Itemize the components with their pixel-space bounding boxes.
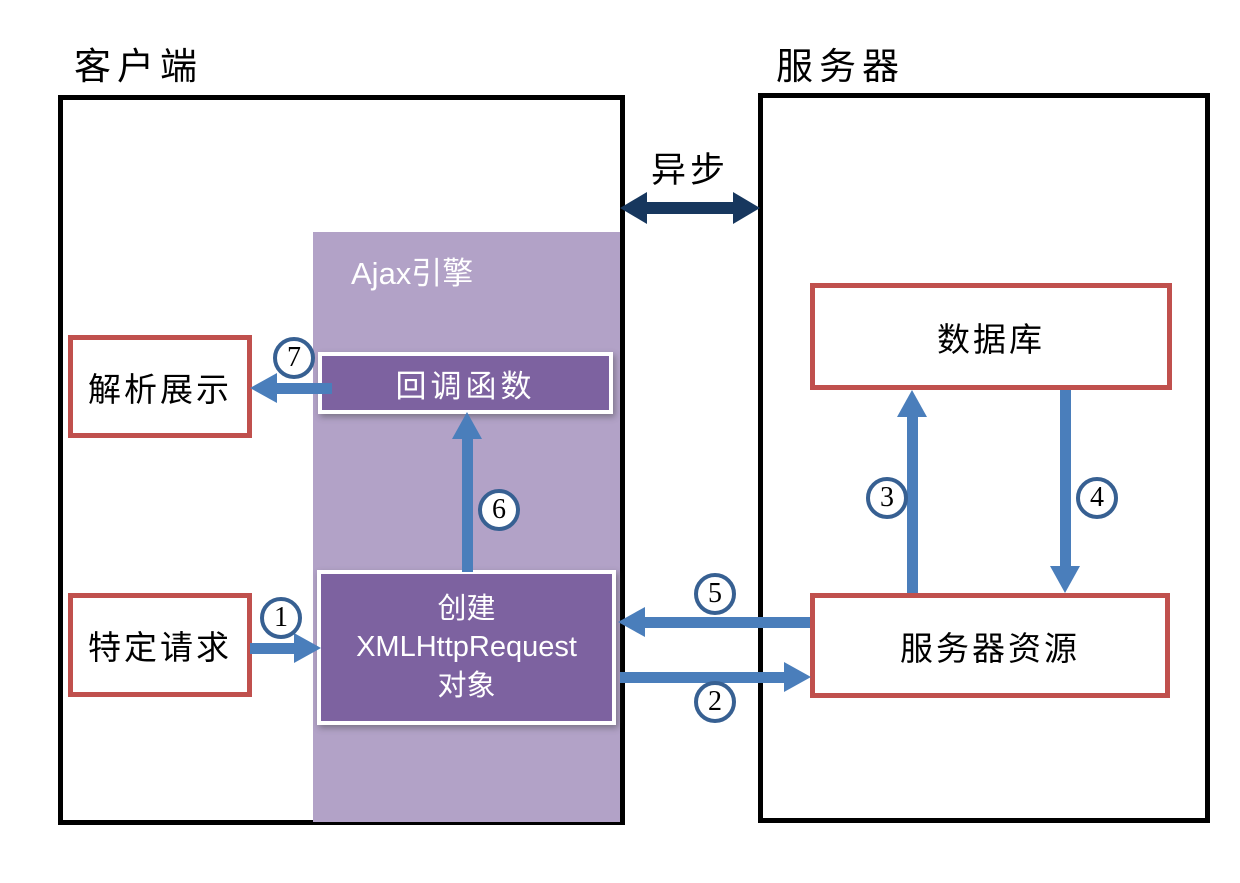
async-double-arrow-left-head (620, 192, 647, 224)
step-badge-7: 7 (273, 337, 315, 379)
arrow-step7-shaft (276, 383, 332, 394)
arrow-step2-shaft (620, 672, 786, 683)
arrow-step4-shaft (1060, 390, 1071, 568)
specific-request-label: 特定请求 (88, 631, 232, 667)
parse-display-box: 解析展示 (68, 335, 252, 438)
specific-request-box: 特定请求 (68, 593, 252, 697)
arrow-step7-head (250, 373, 277, 403)
async-label: 异步 (650, 151, 729, 190)
step-badge-2: 2 (694, 681, 736, 723)
ajax-engine-label: Ajax引擎 (351, 256, 474, 291)
arrow-step6-head (452, 412, 482, 439)
arrow-step1-head (294, 633, 321, 663)
step-badge-3: 3 (866, 477, 908, 519)
database-label: 数据库 (937, 322, 1045, 359)
callback-function-label: 回调函数 (395, 368, 536, 404)
database-box: 数据库 (810, 283, 1172, 390)
client-section-label: 客户端 (74, 47, 203, 88)
arrow-step6-shaft (462, 436, 473, 572)
parse-display-label: 解析展示 (88, 372, 232, 409)
server-resource-box: 服务器资源 (810, 593, 1170, 698)
arrow-step1-shaft (250, 643, 296, 654)
arrow-step5-shaft (644, 617, 810, 628)
xhr-line3: 对象 (437, 669, 496, 702)
step-badge-5: 5 (694, 573, 736, 615)
arrow-step5-head (618, 607, 645, 637)
server-section-label: 服务器 (776, 47, 905, 88)
xhr-line2: XMLHttpRequest (356, 631, 577, 664)
async-double-arrow-shaft (645, 202, 735, 214)
step-badge-1: 1 (260, 597, 302, 639)
arrow-step2-head (784, 662, 811, 692)
arrow-step3-head (897, 390, 927, 417)
step-badge-6: 6 (478, 489, 520, 531)
arrow-step3-shaft (907, 415, 918, 593)
callback-function-box: 回调函数 (318, 352, 613, 414)
xhr-line1: 创建 (437, 593, 496, 626)
step-badge-4: 4 (1076, 477, 1118, 519)
arrow-step4-head (1050, 566, 1080, 593)
server-resource-label: 服务器资源 (900, 631, 1080, 668)
async-double-arrow-right-head (733, 192, 760, 224)
xmlhttprequest-box: 创建 XMLHttpRequest 对象 (317, 570, 616, 725)
server-container-box (758, 93, 1210, 823)
